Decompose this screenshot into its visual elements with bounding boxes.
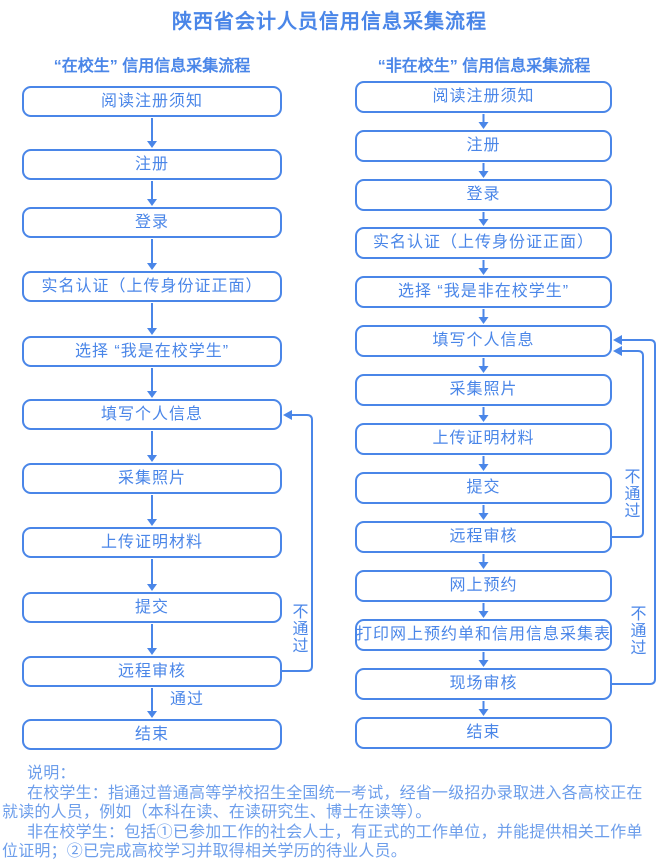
flow-step-right-13: 现场审核 (355, 668, 612, 700)
flow-step-right-8: 上传证明材料 (355, 423, 612, 455)
flow-step-left-1: 阅读注册须知 (22, 86, 282, 117)
flow-step-right-5: 选择 “我是非在校学生” (355, 276, 612, 308)
flow-step-right-7: 采集照片 (355, 374, 612, 406)
fail-label-left-loop: 不通过 (292, 604, 309, 655)
arrowhead-icon (147, 455, 157, 462)
flow-step-left-4: 实名认证（上传身份证正面） (22, 271, 282, 302)
note-line: 非在校学生：包括①已参加工作的社会人士，有正式的工作单位，并能提供相关工作单 (27, 823, 643, 841)
fail-label-right-outer-loop: 不通过 (630, 606, 647, 657)
arrowhead-icon (147, 391, 157, 398)
flow-step-left-8: 上传证明材料 (22, 527, 282, 558)
arrowhead-icon (478, 709, 489, 716)
arrowhead-icon (147, 141, 157, 148)
arrowhead-icon (478, 611, 489, 618)
arrowhead-icon (478, 317, 489, 324)
arrowhead-icon (147, 519, 157, 526)
note-line: 说明： (27, 765, 76, 782)
flow-step-right-6: 填写个人信息 (355, 325, 612, 357)
flow-step-left-10: 远程审核 (22, 656, 282, 687)
feedback-loop-line (282, 414, 313, 672)
flow-step-left-3: 登录 (22, 207, 282, 238)
flow-step-right-14: 结束 (355, 717, 612, 749)
arrowhead-icon (147, 711, 157, 718)
note-line: 在校学生：指通过普通高等学校招生全国统一考试，经省一级招办录取进入各高校正在 (27, 784, 643, 802)
arrowhead-icon (478, 562, 489, 569)
flow-step-left-5: 选择 “我是在校学生” (22, 336, 282, 367)
flow-step-left-11: 结束 (22, 719, 282, 750)
note-line: 位证明；②已完成高校学习并取得相关学历的待业人员。 (2, 843, 408, 860)
flow-step-right-10: 远程审核 (355, 521, 612, 553)
arrowhead-icon (478, 660, 489, 667)
note-line: 就读的人员，例如（本科在读、在读研究生、博士在读等）。 (2, 804, 432, 821)
flow-step-right-4: 实名认证（上传身份证正面） (355, 227, 612, 259)
feedback-loop-line (612, 350, 644, 538)
flow-step-right-9: 提交 (355, 472, 612, 504)
arrowhead-icon (478, 464, 489, 471)
arrowhead-icon (478, 122, 489, 129)
flow-step-right-1: 阅读注册须知 (355, 81, 612, 113)
page-title: 陕西省会计人员信用信息采集流程 (172, 11, 487, 33)
flow-step-left-7: 采集照片 (22, 463, 282, 494)
arrowhead-icon (478, 415, 489, 422)
arrowhead-icon (613, 335, 622, 345)
arrowhead-icon (147, 584, 157, 591)
left-column-header: “在校生” 信用信息采集流程 (53, 58, 251, 75)
arrowhead-icon (478, 219, 489, 226)
flow-step-left-6: 填写个人信息 (22, 399, 282, 430)
arrowhead-icon (613, 346, 622, 356)
arrowhead-icon (147, 648, 157, 655)
arrowhead-icon (478, 513, 489, 520)
note-block: 说明： 在校学生：指通过普通高等学校招生全国统一考试，经省一级招办录取进入各高校正… (2, 764, 657, 862)
fail-label-right-inner-loop: 不通过 (624, 469, 641, 520)
arrowhead-icon (478, 171, 489, 178)
flow-step-right-11: 网上预约 (355, 570, 612, 602)
arrowhead-icon (147, 199, 157, 206)
flow-step-right-2: 注册 (355, 130, 612, 162)
arrowhead-icon (283, 410, 292, 420)
right-column-header: “非在校生” 信用信息采集流程 (377, 58, 591, 75)
arrowhead-icon (147, 328, 157, 335)
flow-step-right-12: 打印网上预约单和信用信息采集表 (355, 619, 612, 651)
arrowhead-icon (147, 263, 157, 270)
arrowhead-icon (478, 366, 489, 373)
feedback-loop-line (612, 339, 656, 685)
flow-step-left-9: 提交 (22, 592, 282, 623)
pass-label: 通过 (169, 691, 206, 708)
arrowhead-icon (478, 268, 489, 275)
flow-step-left-2: 注册 (22, 149, 282, 180)
flow-step-right-3: 登录 (355, 179, 612, 211)
